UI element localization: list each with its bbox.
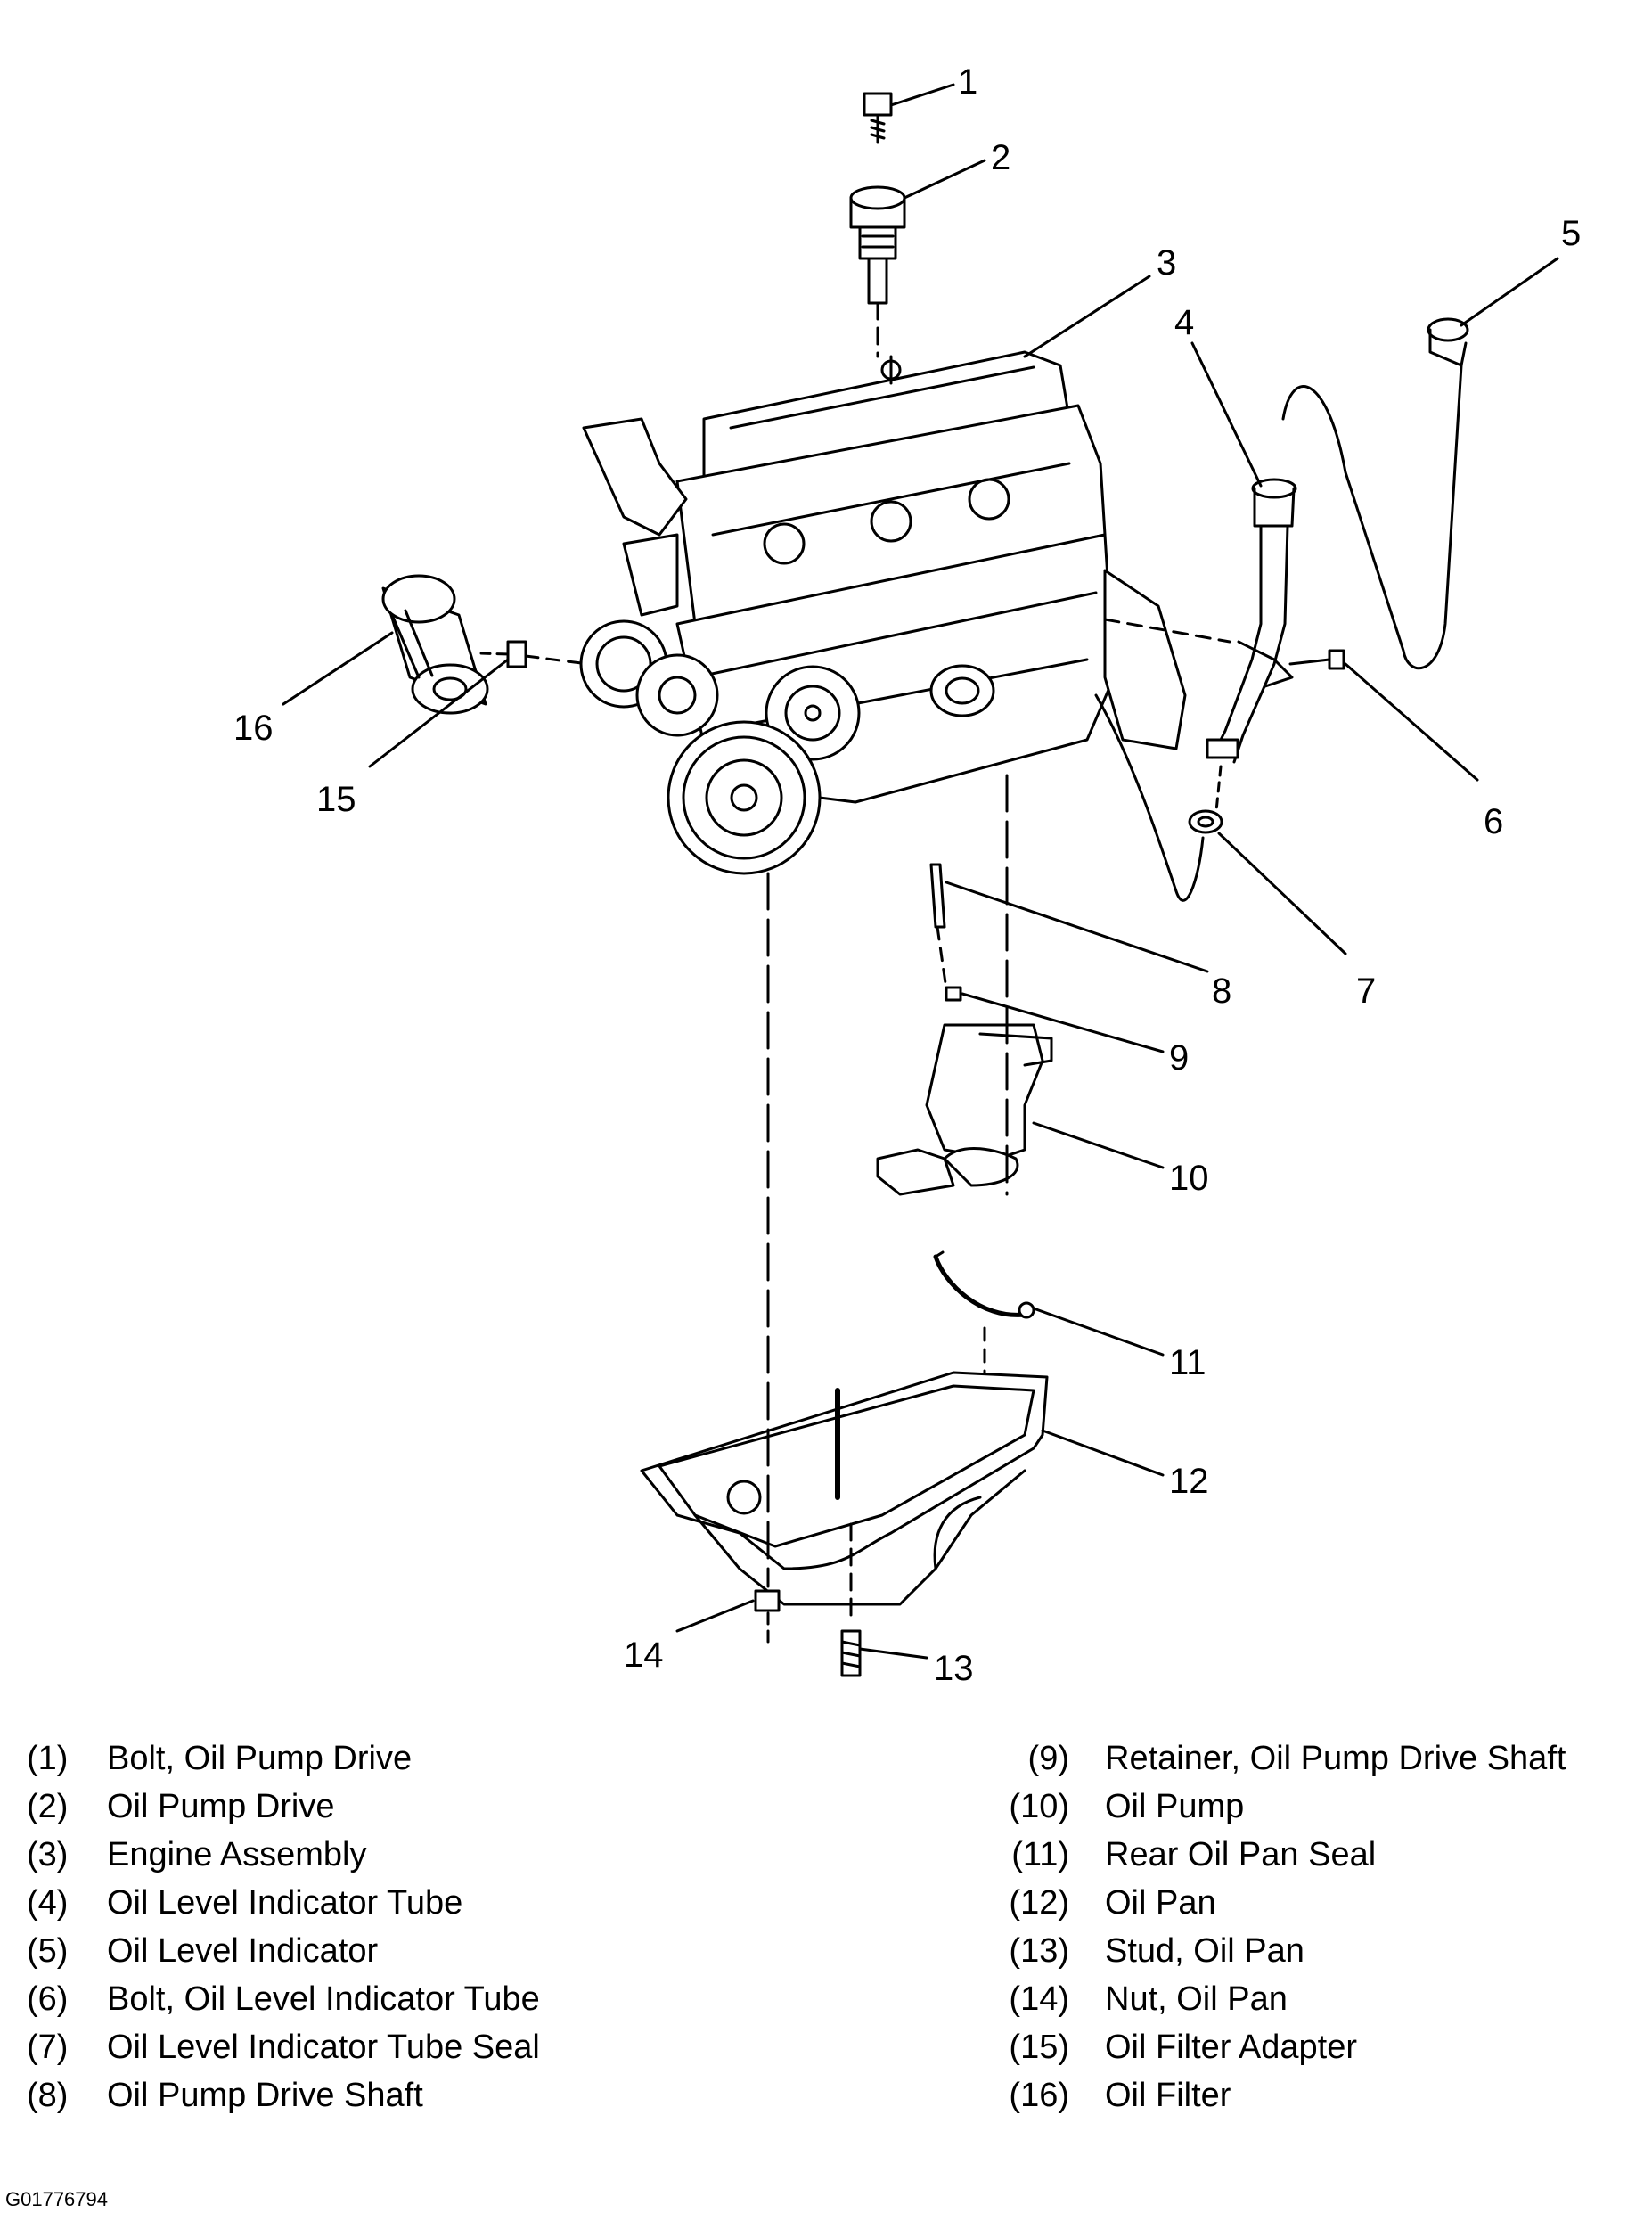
legend-number: (12) <box>1009 1884 1069 1922</box>
oil-level-indicator-tube <box>1206 478 1297 764</box>
callout-6: 6 <box>1484 802 1503 841</box>
rear-oil-pan-seal <box>933 1250 1035 1392</box>
callout-3: 3 <box>1157 243 1176 283</box>
legend-number: (15) <box>1009 2029 1069 2066</box>
indicator-tube-bolt <box>1288 649 1345 670</box>
callout-11: 11 <box>1169 1343 1206 1382</box>
legend-label: Oil Level Indicator <box>107 1932 379 1970</box>
oil-filter <box>381 574 489 715</box>
legend-number: (8) <box>27 2077 69 2114</box>
figure-id: G01776794 <box>5 2188 108 2210</box>
legend-number: (11) <box>1011 1836 1069 1873</box>
legend-label: Retainer, Oil Pump Drive Shaft <box>1105 1740 1566 1777</box>
legend-number: (10) <box>1009 1788 1069 1825</box>
oil-pump-drive-shaft-retainer <box>945 986 962 1002</box>
callout-14: 14 <box>624 1635 664 1675</box>
legend-label: Bolt, Oil Pump Drive <box>107 1740 413 1777</box>
legend-label: Oil Filter <box>1105 2077 1231 2114</box>
leader-lines <box>282 83 1559 1660</box>
legend-label: Oil Level Indicator Tube Seal <box>107 2029 540 2066</box>
legend-number: (9) <box>1027 1740 1069 1777</box>
legend-label: Oil Pump Drive Shaft <box>107 2077 423 2114</box>
callout-5: 5 <box>1561 214 1581 253</box>
legend-label: Stud, Oil Pan <box>1105 1932 1304 1970</box>
callout-13: 13 <box>934 1649 974 1688</box>
callout-4: 4 <box>1174 303 1194 342</box>
legend-number: (6) <box>27 1980 69 2018</box>
callout-8: 8 <box>1212 971 1231 1011</box>
legend-number: (4) <box>27 1884 69 1922</box>
legend-label: Oil Pan <box>1105 1884 1216 1922</box>
legend-number: (16) <box>1009 2077 1069 2114</box>
oil-pump-drive <box>849 185 906 358</box>
oil-pan-stud <box>840 1522 862 1677</box>
callout-12: 12 <box>1169 1462 1209 1501</box>
legend-number: (2) <box>27 1788 69 1825</box>
exploded-engine-diagram: 1 2 3 4 5 6 7 8 9 10 11 12 13 14 15 16 <box>233 62 1581 1688</box>
oil-pump <box>876 774 1053 1196</box>
legend-label: Nut, Oil Pan <box>1105 1980 1288 2018</box>
legend-number: (14) <box>1009 1980 1069 2018</box>
legend-label: Engine Assembly <box>107 1836 367 1873</box>
callout-1: 1 <box>958 62 977 102</box>
legend-label: Oil Filter Adapter <box>1105 2029 1357 2066</box>
callout-10: 10 <box>1169 1159 1209 1198</box>
legend-label: Oil Pump <box>1105 1788 1245 1825</box>
callout-9: 9 <box>1169 1038 1189 1078</box>
legend-label: Oil Pump Drive <box>107 1788 335 1825</box>
oil-pan-nut <box>754 872 781 1651</box>
callout-2: 2 <box>991 138 1010 177</box>
oil-pump-drive-bolt <box>863 92 893 144</box>
legend-number: (13) <box>1009 1932 1069 1970</box>
callout-15: 15 <box>316 780 356 819</box>
legend-number: (3) <box>27 1836 69 1873</box>
legend-label: Oil Level Indicator Tube <box>107 1884 463 1922</box>
legend-number: (1) <box>27 1740 69 1777</box>
legend-label: Rear Oil Pan Seal <box>1105 1836 1377 1873</box>
callout-16: 16 <box>233 709 274 748</box>
legend-label: Bolt, Oil Level Indicator Tube <box>107 1980 540 2018</box>
legend-number: (5) <box>27 1932 69 1970</box>
legend-number: (7) <box>27 2029 69 2066</box>
oil-filter-adapter <box>479 640 590 668</box>
engine-assembly <box>579 350 1187 875</box>
callout-labels: 1 2 3 4 5 6 7 8 9 10 11 12 13 14 15 16 <box>233 62 1581 1688</box>
oil-level-indicator <box>1281 317 1469 670</box>
indicator-tube-seal <box>1094 618 1231 902</box>
oil-pump-drive-shaft <box>929 863 948 991</box>
callout-7: 7 <box>1356 971 1376 1011</box>
oil-pan <box>640 1371 1049 1606</box>
